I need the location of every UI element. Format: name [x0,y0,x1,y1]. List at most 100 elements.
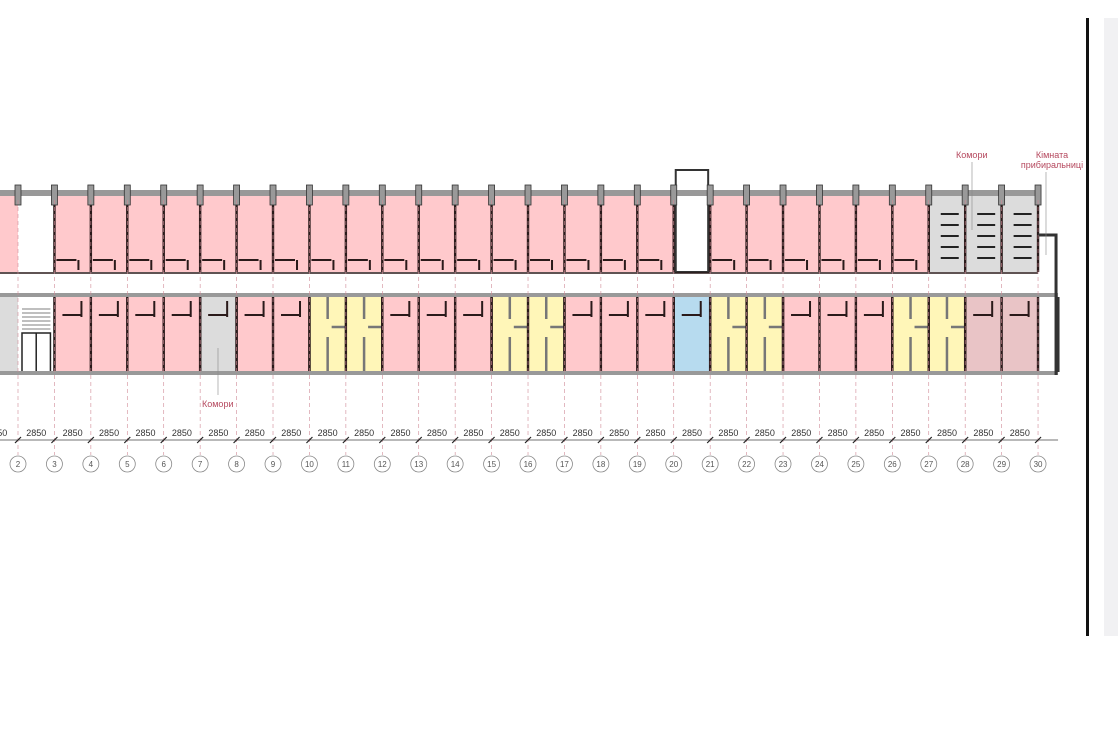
bathroom-wall [129,259,153,270]
bathroom-wall [92,259,116,270]
column [378,184,386,206]
bathroom-wall [165,259,189,270]
bathroom-wall [463,301,484,317]
dimension-label: 2850 [208,428,228,438]
wet-fill [673,297,711,372]
room-fill [564,297,674,372]
axis-bubble [920,455,938,473]
axis-bubble [118,455,136,473]
column [816,184,823,206]
axis-bubble [82,455,100,473]
bathroom-wall [572,301,593,317]
axis-bubble [628,455,646,473]
dimension-tick [51,436,58,444]
axis-bubble [774,455,792,473]
axis-label: 15 [487,460,496,469]
dimension-label: 2850 [791,428,811,438]
dimension-tick [743,436,751,444]
axis-bubble [956,455,974,473]
axis-bubble [1029,455,1047,473]
column [670,184,678,206]
dimension-label: 2850 [901,428,921,438]
bathroom-wall [281,301,302,317]
dimension-label: 2850 [973,428,993,438]
axis-label: 16 [524,460,533,469]
bathroom-wall [785,259,809,270]
column [196,184,204,206]
dimension-tick [852,436,860,444]
bathroom-wall [244,301,265,317]
sheet-edge [1104,18,1118,636]
bathroom-wall [894,259,918,270]
column [743,184,750,206]
inner-wall [945,297,965,372]
storage-fill [928,196,1039,272]
dimension-tick [87,436,95,444]
axis-bubble [446,455,464,473]
axis-label: 29 [997,460,1006,469]
axis-label: 27 [924,460,933,469]
dimension-tick [123,436,131,444]
dimension-label: 2850 [354,428,374,438]
inner-wall [508,297,528,372]
dimension-label: 2850 [828,428,848,438]
axis-bubble [191,455,209,473]
dimension-label: 2850 [63,428,83,438]
dimension-tick [888,436,896,444]
axis-bubble [592,455,610,473]
axis-bubble [883,455,901,473]
dimension-tick [633,436,641,444]
dimension-label: 2850 [245,428,265,438]
dimension-tick [14,436,22,444]
column [852,184,860,206]
dimension-label: 2850 [536,428,556,438]
axis-bubble [155,455,173,473]
column [233,184,240,206]
inner-wall [326,297,346,372]
column [888,184,896,206]
dimension-label: 850 [0,428,7,438]
dimension-tick [597,436,605,444]
bathroom-wall [493,259,517,270]
dimension-tick [451,436,459,444]
bathroom-wall [1009,301,1030,317]
axis-label: 3 [52,460,57,469]
dimension-label: 2850 [99,428,119,438]
dimension-tick [488,436,496,444]
bathroom-wall [135,301,156,317]
axis-label: 30 [1034,460,1043,469]
axis-label: 22 [742,460,751,469]
axis-label: 23 [779,460,788,469]
bathroom-wall [457,259,481,270]
dimension-label: 2850 [718,428,738,438]
bathroom-wall [973,301,994,317]
dimension-tick [415,436,423,444]
column [524,184,532,206]
column [597,184,605,206]
axis-label: 21 [706,460,715,469]
axis-bubble [301,455,318,473]
sheet-border [1086,18,1089,636]
axis-label: 5 [125,460,130,469]
column [779,184,787,206]
inner-wall [763,297,783,372]
axis-bubble [738,455,755,473]
dimension-tick [998,436,1006,444]
dimension-label: 2850 [281,428,301,438]
axis-bubble [519,455,537,473]
axis-label: 19 [633,460,642,469]
dimension-tick [342,436,350,444]
axis-bubble [993,455,1011,473]
dimension-label: 2850 [172,428,192,438]
cleaner-room-wall [1038,233,1058,375]
bathroom-wall [827,301,848,317]
axis-label: 11 [342,460,351,469]
axis-bubble [556,455,573,473]
storage-label-bottom: Комори [202,399,233,409]
bathroom-wall [530,259,554,270]
dimension-label: 2850 [135,428,155,438]
axis-label: 2 [16,460,21,469]
dimension-label: 2850 [864,428,884,438]
axis-bubble [373,455,391,473]
axis-label: 20 [669,460,678,469]
